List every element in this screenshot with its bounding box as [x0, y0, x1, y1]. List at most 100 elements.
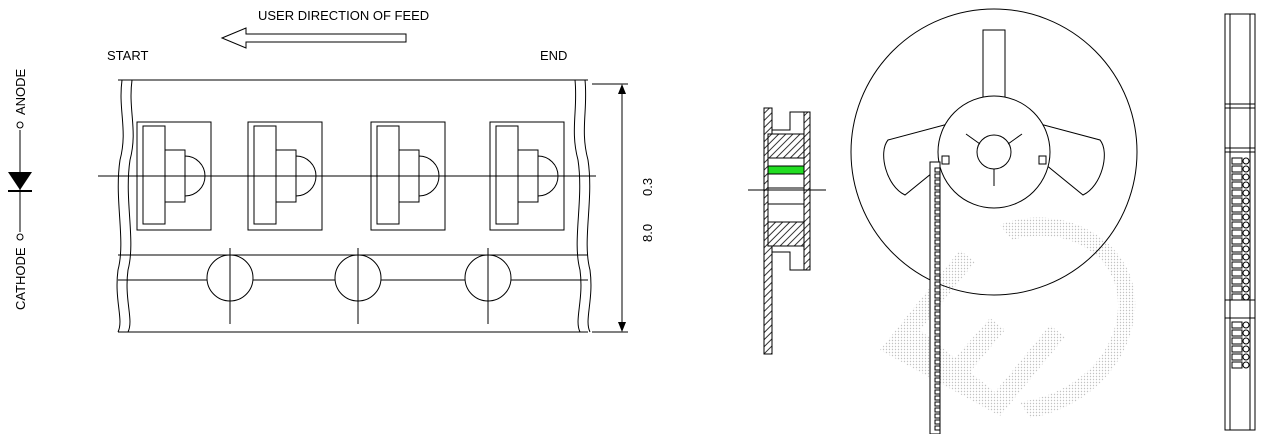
reel-tape-pocket	[934, 353, 941, 359]
reel-tape-pocket	[934, 317, 941, 323]
reel-tape-pocket	[934, 191, 941, 197]
side-sprocket	[1242, 261, 1250, 269]
reel	[850, 8, 1138, 434]
side-sprocket	[1242, 345, 1250, 353]
diode-symbol: ANODE CATHODE	[8, 68, 32, 310]
feed-arrow-icon	[220, 27, 407, 49]
reel-tape-pocket	[934, 383, 941, 389]
reel-tape-pocket	[934, 203, 941, 209]
reel-tape-pocket	[934, 299, 941, 305]
side-pocket	[1231, 245, 1243, 253]
cathode-label: CATHODE	[13, 247, 28, 310]
reel-tape-pocket	[934, 365, 941, 371]
side-sprocket	[1242, 165, 1250, 173]
side-pocket	[1231, 221, 1243, 229]
reel-tape-pocket	[934, 329, 941, 335]
reel-tape-pocket	[934, 227, 941, 233]
watermark-logo	[880, 217, 1136, 418]
side-pocket	[1231, 229, 1243, 237]
side-pocket	[1231, 353, 1243, 361]
side-sprocket	[1242, 157, 1250, 165]
side-sprocket	[1242, 277, 1250, 285]
side-pocket	[1231, 213, 1243, 221]
led-body	[376, 125, 400, 225]
reel-tape-pocket	[934, 269, 941, 275]
reel-tape-pocket	[934, 359, 941, 365]
reel-tape-pocket	[934, 215, 941, 221]
side-sprocket	[1242, 197, 1250, 205]
side-sprocket	[1242, 337, 1250, 345]
led-body	[253, 125, 277, 225]
side-pocket	[1231, 345, 1243, 353]
tape-side-view	[1224, 13, 1256, 431]
reel-tape-pocket	[934, 401, 941, 407]
side-pocket	[1231, 277, 1243, 285]
side-sprocket	[1242, 329, 1250, 337]
reel-tape-pocket	[934, 251, 941, 257]
tape-cross-section	[748, 107, 826, 355]
end-label: END	[540, 48, 567, 63]
reel-tape-pocket	[934, 335, 941, 341]
reel-tape-pocket	[934, 257, 941, 263]
reel-tape-pocket	[934, 395, 941, 401]
dimension-tolerance-label: 0.3	[640, 178, 655, 196]
reel-tape-pocket	[934, 275, 941, 281]
side-pocket	[1231, 321, 1243, 329]
reel-tape-pocket	[934, 425, 941, 431]
side-pocket	[1231, 157, 1243, 165]
reel-tape-pocket	[934, 293, 941, 299]
side-sprocket	[1242, 181, 1250, 189]
side-sprocket	[1242, 189, 1250, 197]
side-pocket	[1231, 337, 1243, 345]
reel-tape-pocket	[934, 389, 941, 395]
side-sprocket	[1242, 285, 1250, 293]
reel-tape-pocket	[934, 179, 941, 185]
diode-triangle	[8, 172, 32, 190]
reel-tape-pocket	[934, 305, 941, 311]
side-pocket	[1231, 269, 1243, 277]
led-body	[142, 125, 166, 225]
side-pocket	[1231, 173, 1243, 181]
carrier-tape: USER DIRECTION OF FEED START END 8.0 0.3	[98, 8, 655, 333]
side-pocket	[1231, 181, 1243, 189]
side-sprocket	[1242, 353, 1250, 361]
reel-tape-pocket	[934, 245, 941, 251]
side-sprocket	[1242, 293, 1250, 301]
feed-direction-label: USER DIRECTION OF FEED	[258, 8, 429, 23]
side-sprocket	[1242, 245, 1250, 253]
side-pocket	[1231, 253, 1243, 261]
side-sprocket	[1242, 221, 1250, 229]
reel-tape-pocket	[934, 281, 941, 287]
side-pocket	[1231, 197, 1243, 205]
reel-tape-pocket	[934, 341, 941, 347]
reel-tape-pocket	[934, 371, 941, 377]
green-stripe	[767, 165, 805, 175]
side-sprocket	[1242, 213, 1250, 221]
reel-tape-pocket	[934, 377, 941, 383]
reel-tape-pocket	[934, 347, 941, 353]
side-pocket	[1231, 329, 1243, 337]
led-body	[495, 125, 519, 225]
side-pocket	[1231, 293, 1243, 301]
reel-tape-pocket	[934, 167, 941, 173]
side-sprocket	[1242, 205, 1250, 213]
reel-tape-pocket	[934, 221, 941, 227]
side-sprocket	[1242, 173, 1250, 181]
start-label: START	[107, 48, 148, 63]
side-pocket	[1231, 205, 1243, 213]
side-sprocket	[1242, 253, 1250, 261]
reel-tape-pocket	[934, 287, 941, 293]
side-pocket	[1231, 261, 1243, 269]
reel-tape-pocket	[934, 419, 941, 425]
reel-tape-pocket	[934, 323, 941, 329]
reel-tape-pocket	[934, 311, 941, 317]
side-sprocket	[1242, 237, 1250, 245]
reel-tape-pocket	[934, 233, 941, 239]
side-pocket	[1231, 285, 1243, 293]
reel-tape-pocket	[934, 185, 941, 191]
side-pocket	[1231, 361, 1243, 369]
reel-tape-pocket	[934, 413, 941, 419]
side-pocket	[1231, 165, 1243, 173]
side-sprocket	[1242, 229, 1250, 237]
